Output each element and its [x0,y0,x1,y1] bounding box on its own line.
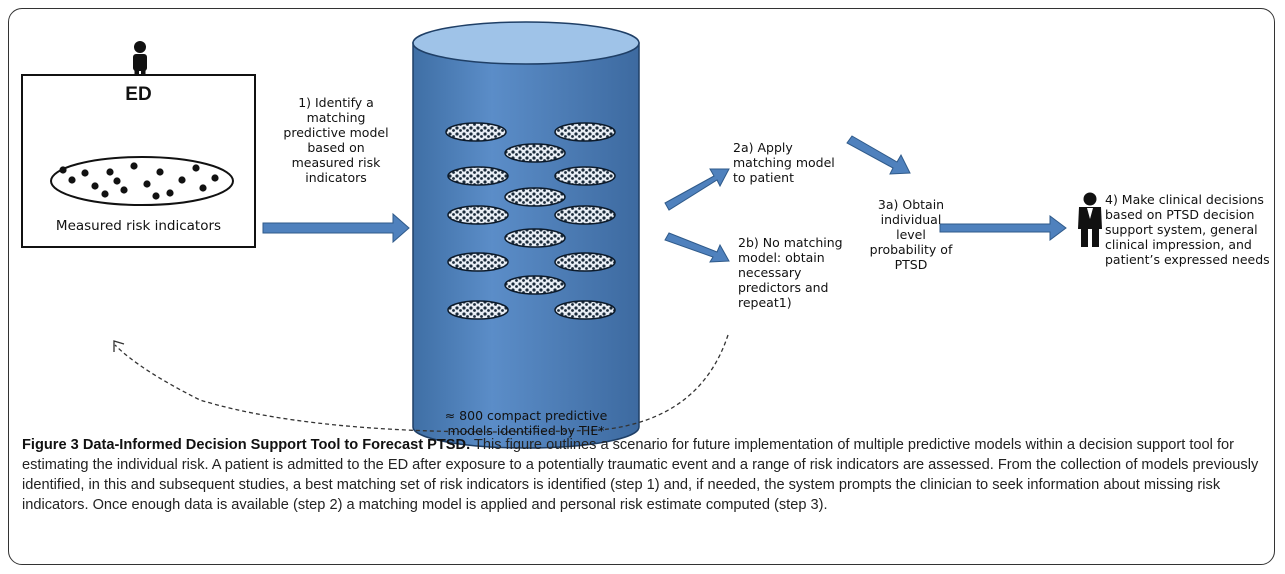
step2b-label: 2b) No matching model: obtain necessary … [738,235,843,310]
model-database-cylinder [412,21,640,449]
ed-subtitle: Measured risk indicators [55,218,222,234]
database-caption: ≈ 800 compact predictive models identifi… [444,408,608,438]
feedback-arrowhead [113,340,125,352]
figure-frame [8,8,1275,565]
step4-label: 4) Make clinical decisions based on PTSD… [1105,192,1270,267]
caption-title: Figure 3 Data-Informed Decision Support … [22,437,471,453]
arrow-step2b [664,232,730,263]
feedback-dashed-arrow [114,334,729,433]
risk-indicator-dots [59,162,219,200]
arrow-step3a-to-4 [939,215,1067,241]
step3a-label: 3a) Obtain individual level probability … [869,197,953,272]
arrow-step1 [262,212,410,244]
doctor-icon [1078,192,1102,247]
predictive-model-ellipses [445,122,616,320]
arrow-step2a [664,168,730,211]
step2a-label: 2a) Apply matching model to patient [733,140,835,185]
ed-title: ED [125,84,152,105]
figure-caption: Figure 3 Data-Informed Decision Support … [22,435,1262,515]
step1-label: 1) Identify a matching predictive model … [283,95,389,185]
caption-body: This figure outlines a scenario for futu… [22,437,1259,513]
ed-box [21,74,256,248]
arrow-step2a-to-3a [846,135,911,175]
